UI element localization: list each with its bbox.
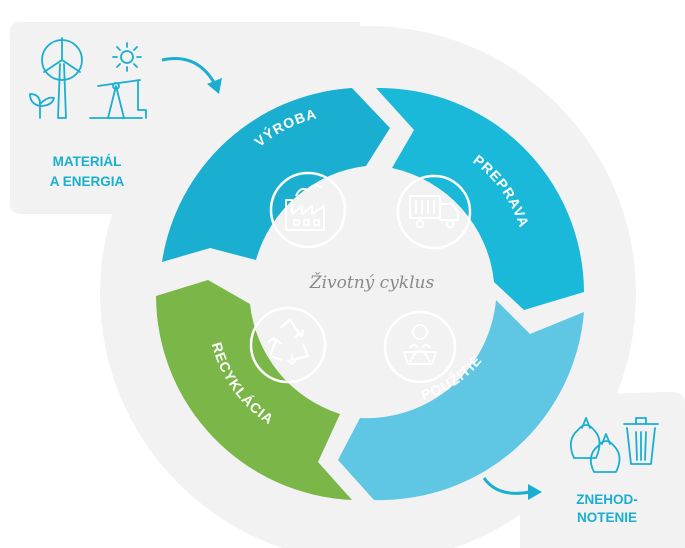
truck-icon — [396, 174, 472, 250]
recycle-icon — [249, 306, 327, 384]
plant-icon — [29, 93, 55, 119]
input-label-line2: A ENERGIA — [50, 174, 125, 189]
wind-turbine-icon — [41, 37, 83, 119]
sun-icon — [112, 42, 142, 72]
oil-pump-icon — [89, 79, 147, 119]
output-arrow — [482, 477, 542, 500]
center-title: Životný cyklus — [309, 272, 435, 293]
person-shopping-basket-icon — [383, 310, 457, 384]
input-label-line1: MATERIÁL — [53, 154, 122, 169]
segment-recyklacia — [156, 280, 352, 500]
input-arrow — [161, 57, 222, 94]
segment-preprava — [376, 87, 584, 310]
output-label-line1: ZNEHOD- — [576, 492, 638, 507]
trash-bags-icon — [569, 417, 621, 473]
segment-pouzitie — [338, 300, 584, 501]
segment-vyroba — [162, 88, 390, 262]
factory-icon — [269, 171, 347, 249]
trash-bin-icon — [623, 417, 659, 465]
output-label-line2: NOTENIE — [577, 510, 637, 525]
